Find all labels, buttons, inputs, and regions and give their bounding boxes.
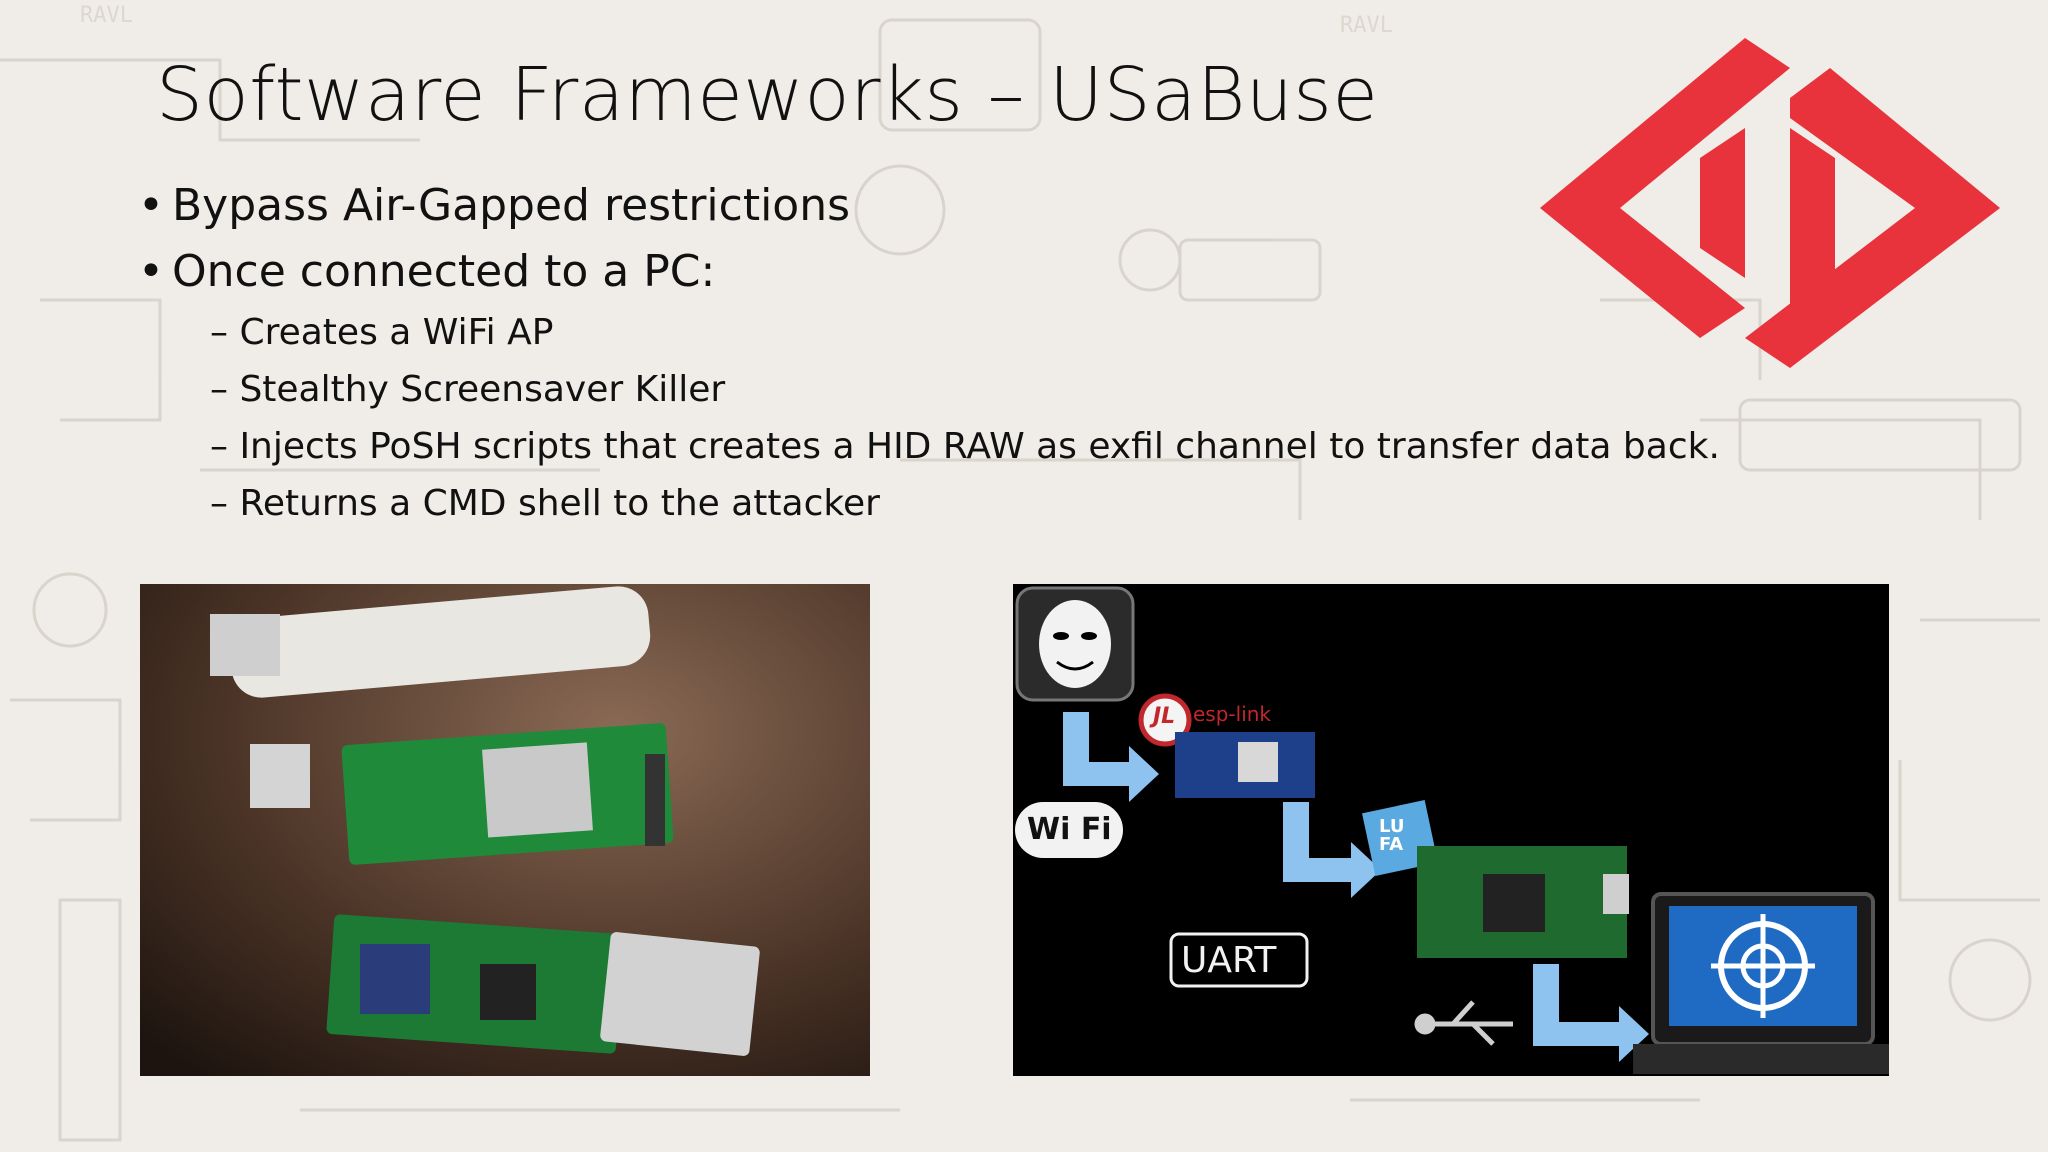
svg-text:RAVL: RAVL <box>80 3 133 28</box>
bullet-connected: •Once connected to a PC: <box>138 246 715 297</box>
svg-text:RAVL: RAVL <box>1340 13 1393 38</box>
uart-label: UART <box>1181 940 1277 981</box>
lufa-label: LU FA <box>1379 816 1405 855</box>
bullet-dot: • <box>138 180 164 231</box>
attack-chain-diagram: JL esp-link Wi Fi UART LU FA <box>1013 584 1889 1076</box>
jl-label: JL <box>1153 704 1176 729</box>
diagram-graphics <box>1015 586 1889 1074</box>
sub-bullet-screensaver: – Stealthy Screensaver Killer <box>210 369 726 410</box>
sub-bullet-posh: – Injects PoSH scripts that creates a HI… <box>210 426 1720 467</box>
slide-title: Software Frameworks – USaBuse <box>156 52 1379 138</box>
sub-bullet-wifi-ap: – Creates a WiFi AP <box>210 312 554 353</box>
brand-logo <box>1540 38 2000 368</box>
bullet-air-gapped: •Bypass Air-Gapped restrictions <box>138 180 850 231</box>
sub-bullet-cmd-shell: – Returns a CMD shell to the attacker <box>210 483 880 524</box>
wifi-label: Wi Fi <box>1027 812 1112 847</box>
bullet-dot: • <box>138 246 164 297</box>
bullet-text: Bypass Air-Gapped restrictions <box>172 180 851 231</box>
esp-link-label: esp-link <box>1193 702 1272 726</box>
bullet-text: Once connected to a PC: <box>172 246 716 297</box>
usb-devices-photo <box>140 584 870 1076</box>
